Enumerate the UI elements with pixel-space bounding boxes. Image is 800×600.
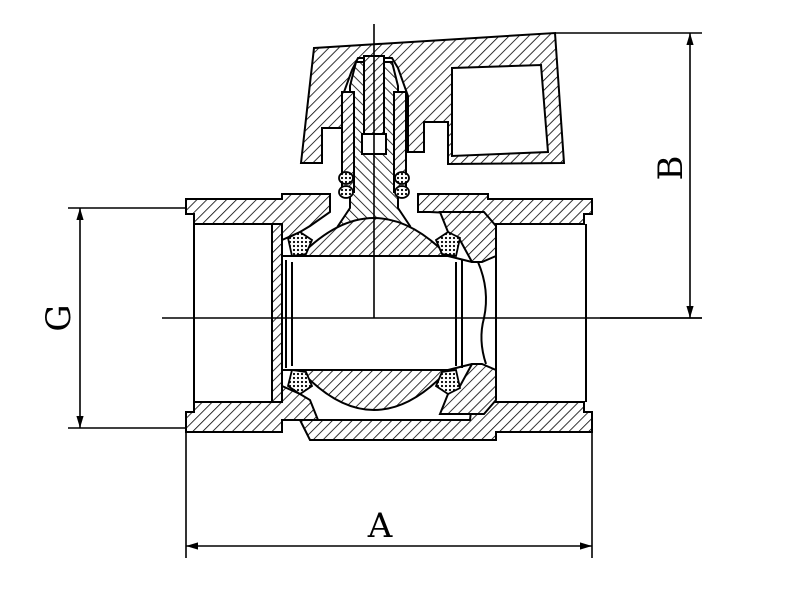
handle: [299, 31, 566, 166]
valve-body: [185, 193, 593, 441]
dimension-b: [555, 32, 702, 319]
ball-seats: [286, 230, 462, 396]
dimension-a: [185, 432, 593, 558]
dimension-g-label: G: [39, 304, 79, 331]
dimension-a-label: A: [367, 506, 393, 546]
dimension-g: [68, 207, 186, 429]
dimension-b-label: B: [651, 156, 691, 181]
bore-lines: [193, 224, 587, 402]
stem-o-rings: [338, 171, 410, 199]
